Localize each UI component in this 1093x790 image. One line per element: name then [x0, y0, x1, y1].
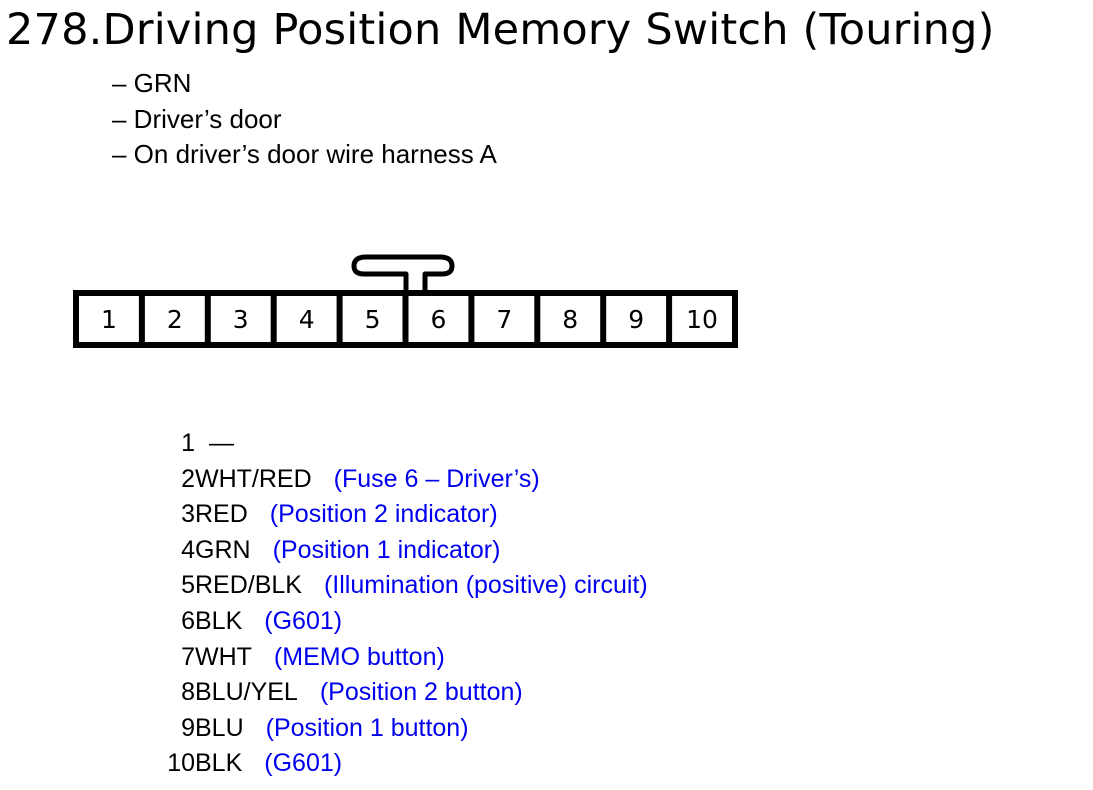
pin-wire-color: WHT	[195, 642, 252, 671]
pin-body: BLK (G601)	[195, 746, 342, 782]
pin-wire-color: RED	[195, 500, 248, 529]
detail-harness: – On driver’s door wire harness A	[112, 139, 497, 169]
pin-number: 2	[181, 464, 195, 493]
pin-number: 4	[181, 535, 195, 564]
pin-circuit-description: (Illumination (positive) circuit)	[323, 571, 648, 600]
pin-body: —	[195, 426, 234, 462]
detail-connector-color: – GRN	[112, 68, 192, 98]
connector-details: – GRN – Driver’s door – On driver’s door…	[112, 66, 497, 173]
cavity-number-10: 10	[686, 305, 718, 334]
pin-body: WHT/RED (Fuse 6 – Driver’s)	[195, 462, 540, 498]
pin-wire-color: BLK	[195, 749, 243, 778]
cavity-number-7: 7	[496, 305, 512, 334]
pin-wire-color: WHT/RED	[195, 464, 312, 493]
pin-body: BLU/YEL (Position 2 button)	[195, 675, 523, 711]
pin-number: 7	[181, 642, 195, 671]
pin-wire-color: BLU/YEL	[195, 678, 298, 707]
cavity-number-8: 8	[562, 305, 578, 334]
pin-wire-color: BLK	[195, 606, 243, 635]
connector-diagram: 1 2 3 4 5 6 7 8 9 10	[73, 254, 738, 348]
cavity-number-9: 9	[628, 305, 644, 334]
detail-location: – Driver’s door	[112, 103, 282, 134]
pin-wire-color: RED/BLK	[195, 571, 302, 600]
cavity-number-1: 1	[101, 305, 117, 334]
pin-number: 9	[181, 713, 195, 742]
pin-wire-color: GRN	[195, 535, 251, 564]
pin-body: BLU (Position 1 button)	[195, 711, 469, 747]
cavity-number-6: 6	[430, 305, 446, 334]
pin-circuit-description: (MEMO button)	[273, 642, 445, 671]
pin-circuit-description: (Position 1 indicator)	[272, 535, 501, 564]
pin-circuit-description: (Position 1 button)	[265, 713, 469, 742]
pin-body: RED/BLK (Illumination (positive) circuit)	[195, 568, 648, 604]
pin-body: GRN (Position 1 indicator)	[195, 533, 500, 569]
pin-circuit-description: (Position 2 button)	[319, 678, 523, 707]
pin-body: RED (Position 2 indicator)	[195, 497, 498, 533]
pin-circuit-description: (G601)	[264, 749, 343, 778]
pin-number: 3	[181, 500, 195, 529]
pin-circuit-description: (Position 2 indicator)	[269, 500, 498, 529]
pin-number: 6	[181, 606, 195, 635]
pin-wire-color: BLU	[195, 713, 244, 742]
pin-body: BLK (G601)	[195, 604, 342, 640]
pin-number: 8	[181, 678, 195, 707]
cavity-number-2: 2	[167, 305, 183, 334]
pin-body: WHT (MEMO button)	[195, 640, 445, 676]
page-title: 278.Driving Position Memory Switch (Tour…	[6, 5, 995, 55]
cavity-group: 1 2 3 4 5 6 7 8 9 10	[101, 293, 718, 345]
pin-number: 5	[181, 571, 195, 600]
cavity-number-3: 3	[233, 305, 249, 334]
pin-unused-dash: —	[209, 429, 234, 457]
pin-circuit-description: (G601)	[264, 606, 343, 635]
cavity-number-5: 5	[365, 305, 381, 334]
pin-circuit-description: (Fuse 6 – Driver’s)	[333, 464, 540, 493]
cavity-number-4: 4	[299, 305, 315, 334]
pin-number: 1	[181, 429, 195, 457]
connector-lock-tab	[351, 254, 455, 292]
pin-number: 10	[167, 749, 195, 778]
